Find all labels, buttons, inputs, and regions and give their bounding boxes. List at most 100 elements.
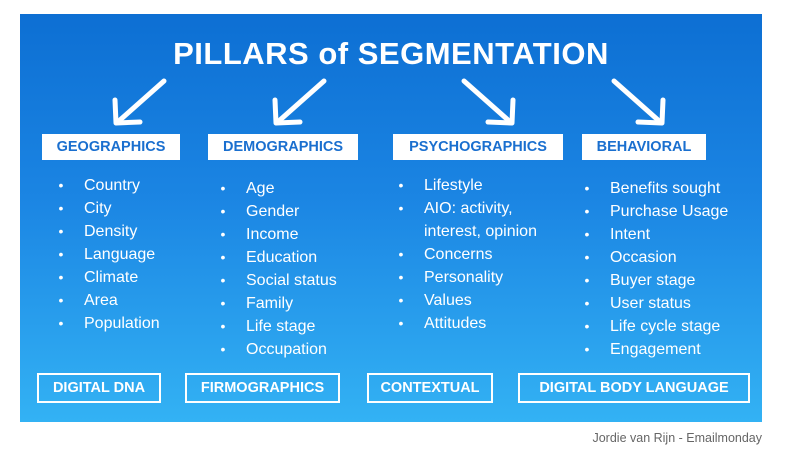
bullet-icon: • — [220, 318, 226, 334]
list-item-label: Occupation — [246, 341, 327, 358]
list-item-label: Gender — [246, 203, 300, 220]
arrow-down-left-icon — [272, 78, 327, 126]
list-item: • Social status — [216, 269, 376, 292]
list-item-label: Area — [84, 292, 118, 309]
list-item-label: User status — [610, 295, 691, 312]
list-item-label: Population — [84, 315, 160, 332]
bullet-icon: • — [58, 177, 64, 193]
list-item: • Concerns — [394, 243, 572, 266]
list-item: • Benefits sought — [580, 177, 758, 200]
list-item-label: Income — [246, 226, 299, 243]
list-item-label: Social status — [246, 272, 337, 289]
bullet-icon: • — [398, 315, 404, 331]
list-item-label: Language — [84, 246, 156, 263]
list-item-label: Age — [246, 180, 275, 197]
list-item: • Purchase Usage — [580, 200, 758, 223]
bullet-icon: • — [58, 269, 64, 285]
heading-psychographics: PSYCHOGRAPHICS — [393, 134, 563, 160]
footer-contextual: CONTEXTUAL — [367, 373, 493, 403]
list-item-label: Climate — [84, 269, 139, 286]
arrow-down-right-icon — [461, 78, 516, 126]
list-item-label: Personality — [424, 269, 504, 286]
list-item-label: Occasion — [610, 249, 677, 266]
list-item: • Climate — [54, 266, 209, 289]
list-item: • Density — [54, 220, 209, 243]
list-item-label: City — [84, 200, 112, 217]
arrow-down-left-icon — [112, 78, 167, 126]
list-item: • Gender — [216, 200, 376, 223]
bullet-icon: • — [584, 203, 590, 219]
bullet-icon: • — [58, 292, 64, 308]
list-item: • Intent — [580, 223, 758, 246]
list-item-label: Attitudes — [424, 315, 487, 332]
bullet-icon: • — [584, 249, 590, 265]
bullet-icon: • — [584, 272, 590, 288]
list-item-label: Values — [424, 292, 472, 309]
list-item: • User status — [580, 292, 758, 315]
list-item-label: Family — [246, 295, 294, 312]
bullet-icon: • — [584, 318, 590, 334]
footer-firmographics: FIRMOGRAPHICS — [185, 373, 340, 403]
list-item-label: Purchase Usage — [610, 203, 729, 220]
list-psychographics: • Lifestyle • AIO: activity, interest, opin… — [394, 174, 572, 335]
list-item-label: Life stage — [246, 318, 316, 335]
bullet-icon: • — [398, 246, 404, 262]
bullet-icon: • — [398, 177, 404, 193]
list-item: • Education — [216, 246, 376, 269]
list-demographics: • Age • Gender • Income • Education • Social stat… — [216, 177, 376, 361]
bullet-icon: • — [220, 249, 226, 265]
list-item: • Life cycle stage — [580, 315, 758, 338]
list-item-label: Concerns — [424, 246, 493, 263]
list-item: • City — [54, 197, 209, 220]
bullet-icon: • — [220, 180, 226, 196]
bullet-icon: • — [584, 341, 590, 357]
list-item: • Personality — [394, 266, 572, 289]
bullet-icon: • — [398, 292, 404, 308]
credit-text: Jordie van Rijn - Emailmonday — [592, 431, 762, 445]
list-item-label: Engagement — [610, 341, 701, 358]
bullet-icon: • — [220, 226, 226, 242]
list-item-label: Life cycle stage — [610, 318, 721, 335]
bullet-icon: • — [398, 200, 404, 216]
list-item-label: Benefits sought — [610, 180, 721, 197]
bullet-icon: • — [220, 203, 226, 219]
list-item-label: Education — [246, 249, 318, 266]
list-item: • Attitudes — [394, 312, 572, 335]
list-item: • Area — [54, 289, 209, 312]
list-item: • Country — [54, 174, 209, 197]
list-item: • Age — [216, 177, 376, 200]
bullet-icon: • — [220, 272, 226, 288]
bullet-icon: • — [58, 223, 64, 239]
bullet-icon: • — [584, 226, 590, 242]
list-item-label: AIO: activity, interest, opinion — [424, 200, 537, 240]
segmentation-panel: PILLARS of SEGMENTATION GEOGRAPHICS DEMO… — [20, 14, 762, 422]
list-behavioral: • Benefits sought • Purchase Usage • Intent • O… — [580, 177, 758, 361]
bullet-icon: • — [58, 246, 64, 262]
list-item: • Language — [54, 243, 209, 266]
list-item-label: Lifestyle — [424, 177, 483, 194]
list-item-label: Intent — [610, 226, 651, 243]
list-item: • Income — [216, 223, 376, 246]
list-item-label: Country — [84, 177, 141, 194]
heading-demographics: DEMOGRAPHICS — [208, 134, 358, 160]
list-item: • Engagement — [580, 338, 758, 361]
bullet-icon: • — [584, 295, 590, 311]
list-item: • Life stage — [216, 315, 376, 338]
bullet-icon: • — [58, 200, 64, 216]
list-item: • Occasion — [580, 246, 758, 269]
footer-digital-body-language: DIGITAL BODY LANGUAGE — [518, 373, 750, 403]
list-geographics: • Country • City • Density • Language • Climate • A… — [54, 174, 209, 335]
list-item: • Occupation — [216, 338, 376, 361]
heading-behavioral: BEHAVIORAL — [582, 134, 706, 160]
diagram-title: PILLARS of SEGMENTATION — [173, 36, 609, 71]
bullet-icon: • — [220, 341, 226, 357]
list-item: • Values — [394, 289, 572, 312]
list-item: • Lifestyle — [394, 174, 572, 197]
list-item: •Family — [216, 292, 376, 315]
bullet-icon: • — [58, 315, 64, 331]
bullet-icon: • — [584, 180, 590, 196]
list-item-label: Density — [84, 223, 138, 240]
bullet-icon: • — [398, 269, 404, 285]
arrow-down-right-icon — [611, 78, 666, 126]
heading-geographics: GEOGRAPHICS — [42, 134, 180, 160]
